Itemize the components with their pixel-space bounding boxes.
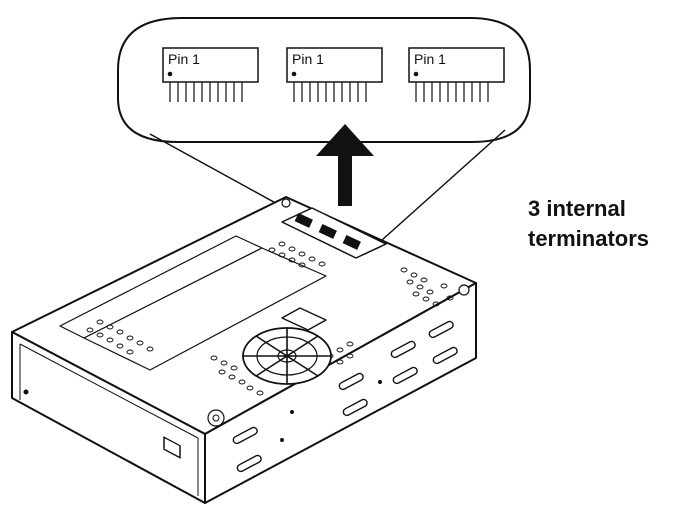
drive-side-face (204, 282, 477, 504)
chip-pins (169, 82, 243, 102)
terminators-callout: 3 internal terminators (528, 194, 649, 254)
callout-line-1: 3 internal (528, 196, 626, 221)
board-chip (281, 307, 327, 331)
fan-grille-icon (242, 327, 332, 385)
terminator-chip-2: Pin 1 (286, 47, 383, 102)
up-arrow-icon (316, 124, 374, 206)
drive-unit (11, 196, 477, 504)
chip-pins (293, 82, 367, 102)
pin1-dot (167, 71, 173, 77)
chip-pins (415, 82, 489, 102)
zoom-leader-left (149, 133, 293, 213)
vent-holes (86, 241, 454, 396)
top-panel-front (83, 247, 327, 371)
pin1-dot (291, 71, 297, 77)
zoom-leader-right (381, 129, 506, 241)
side-vent-slots (232, 320, 458, 473)
pin-label: Pin 1 (414, 51, 446, 67)
terminator-chip-3: Pin 1 (408, 47, 505, 102)
front-connector (163, 436, 181, 459)
pin-label: Pin 1 (292, 51, 324, 67)
pin-label: Pin 1 (168, 51, 200, 67)
callout-line-2: terminators (528, 226, 650, 251)
pin1-dot (413, 71, 419, 77)
terminator-chip-1: Pin 1 (162, 47, 259, 102)
